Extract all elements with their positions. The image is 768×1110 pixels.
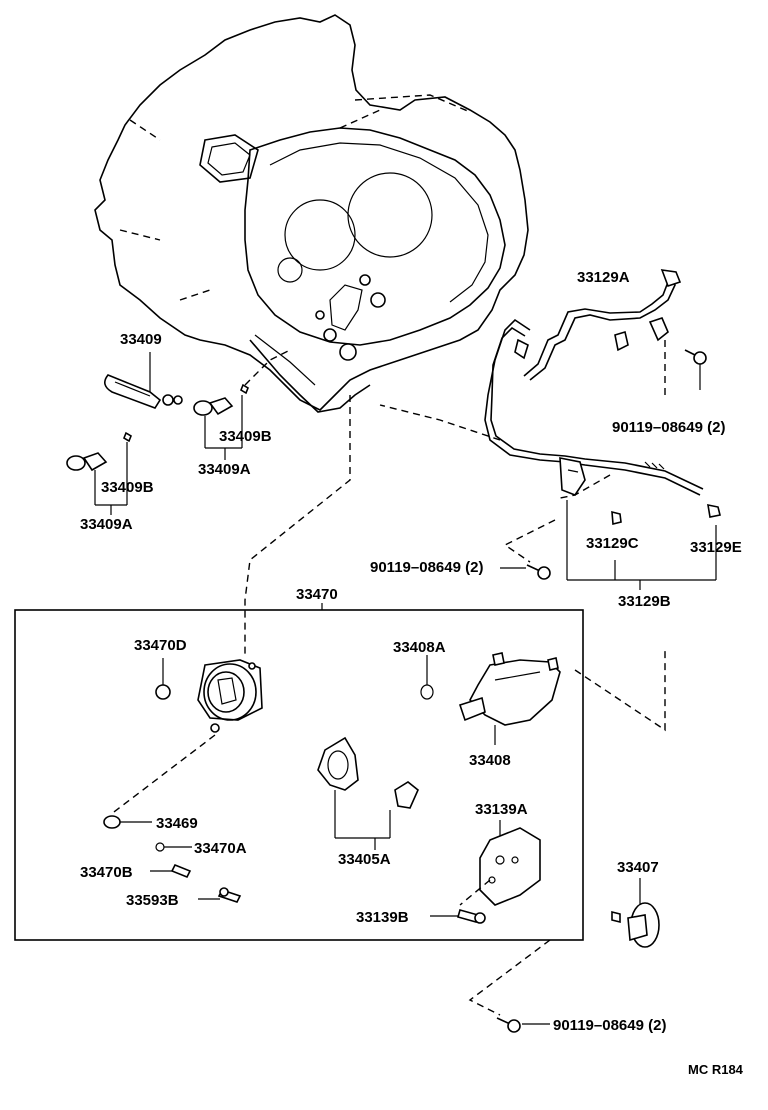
label-33129e: 33129E bbox=[690, 539, 742, 556]
plug-33470d bbox=[155, 658, 171, 700]
label-90119-lower: 90119–08649 (2) bbox=[553, 1017, 666, 1034]
label-33409b-upper: 33409B bbox=[219, 428, 272, 445]
bolt-33593b bbox=[198, 887, 242, 903]
label-33470: 33470 bbox=[296, 586, 338, 603]
label-33470b: 33470B bbox=[80, 864, 133, 881]
label-33139b: 33139B bbox=[356, 909, 409, 926]
valve-body-33408 bbox=[458, 652, 561, 745]
pipe-assembly-33129 bbox=[379, 269, 721, 590]
transmission-case bbox=[94, 14, 529, 413]
hose-clamp-33409 bbox=[104, 352, 183, 409]
pump-body bbox=[197, 659, 263, 733]
label-33409b-lower: 33409B bbox=[101, 479, 154, 496]
oring-33408a bbox=[420, 655, 434, 700]
label-33139a: 33139A bbox=[475, 801, 528, 818]
label-33129b: 33129B bbox=[618, 593, 671, 610]
label-90119-upper: 90119–08649 (2) bbox=[612, 419, 725, 436]
label-33409a-lower: 33409A bbox=[80, 516, 133, 533]
label-33408: 33408 bbox=[469, 752, 511, 769]
label-33129a: 33129A bbox=[577, 269, 630, 286]
label-33470a: 33470A bbox=[194, 840, 247, 857]
label-33593b: 33593B bbox=[126, 892, 179, 909]
diagram-reference: MC R184 bbox=[688, 1062, 744, 1077]
gasket-33405a bbox=[317, 736, 419, 850]
union-fitting-33409a-upper bbox=[193, 383, 249, 460]
label-33470d: 33470D bbox=[134, 637, 187, 654]
label-33129c: 33129C bbox=[586, 535, 639, 552]
oring-33470a bbox=[155, 842, 192, 852]
union-fitting-33409a-lower bbox=[66, 431, 132, 515]
label-33407: 33407 bbox=[617, 859, 659, 876]
bolt-90119-middle bbox=[500, 519, 556, 580]
bolt-33470b bbox=[150, 863, 192, 879]
label-90119-middle: 90119–08649 (2) bbox=[370, 559, 483, 576]
label-33408a: 33408A bbox=[393, 639, 446, 656]
bolt-90119-upper bbox=[684, 349, 707, 390]
label-33409a-upper: 33409A bbox=[198, 461, 251, 478]
label-33469: 33469 bbox=[156, 815, 198, 832]
flange-33407 bbox=[611, 878, 660, 948]
plug-33469 bbox=[103, 815, 152, 829]
oil-pump-box-33470 bbox=[14, 603, 584, 941]
cover-plate-33139a bbox=[479, 820, 541, 906]
bolt-90119-lower bbox=[468, 939, 551, 1033]
label-33405a: 33405A bbox=[338, 851, 391, 868]
label-33409: 33409 bbox=[120, 331, 162, 348]
bolt-33139b bbox=[430, 879, 491, 924]
